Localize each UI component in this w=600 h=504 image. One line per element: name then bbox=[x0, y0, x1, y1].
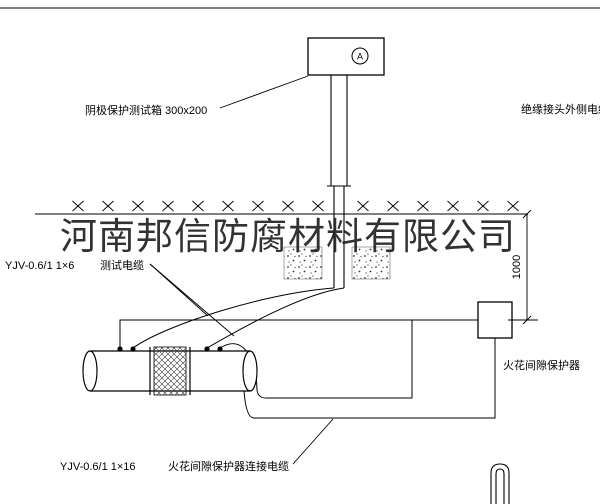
pipe-end-left bbox=[82, 350, 98, 392]
ammeter-letter: A bbox=[357, 52, 363, 62]
concrete-blocks bbox=[283, 246, 391, 280]
test-cable-right bbox=[206, 287, 345, 349]
pipe-end-right bbox=[242, 350, 258, 392]
cables bbox=[119, 287, 496, 419]
weld-point bbox=[204, 346, 210, 352]
test-cable-left bbox=[132, 287, 335, 349]
weld-point bbox=[117, 346, 123, 352]
leader-test-box bbox=[219, 75, 309, 109]
leader-lines bbox=[149, 75, 334, 465]
ammeter-symbol bbox=[351, 47, 369, 65]
dimension-tick bbox=[522, 315, 532, 325]
conduit bbox=[327, 75, 351, 288]
leader-test-cable-2 bbox=[149, 263, 235, 337]
stake-symbol bbox=[490, 463, 510, 504]
weld-point bbox=[130, 346, 136, 352]
connection-cable-1 bbox=[219, 320, 413, 399]
dimension-1000 bbox=[508, 209, 538, 325]
dimension-value: 1000 bbox=[511, 255, 523, 279]
label-spark-gap-protector: 火花间隙保护器 bbox=[503, 358, 580, 372]
protector-cable-top bbox=[119, 319, 478, 348]
dimension-tick bbox=[522, 209, 532, 219]
label-insulated-joint-cable: 绝缘接头外侧电缆 bbox=[521, 102, 600, 116]
insulating-joint bbox=[153, 346, 187, 396]
weld-point bbox=[217, 346, 223, 352]
test-box: A bbox=[307, 37, 385, 76]
label-test-cable-spec: YJV-0.6/1 1×6 bbox=[5, 260, 74, 272]
spark-gap-protector bbox=[477, 301, 513, 339]
label-test-box: 阴极保护测试箱 300x200 bbox=[85, 103, 207, 117]
label-connection-cable-spec: YJV-0.6/1 1×16 bbox=[60, 461, 136, 473]
connection-cable-2 bbox=[243, 338, 496, 419]
label-test-cable-name: 测试电缆 bbox=[100, 259, 144, 272]
ground-hatch-marks bbox=[72, 200, 519, 212]
watermark-text: 河南邦信防腐材料有限公司 bbox=[60, 216, 516, 258]
label-connection-cable-name: 火花间隙保护器连接电缆 bbox=[168, 459, 289, 473]
leader-connection-cable bbox=[292, 418, 334, 465]
pipeline bbox=[82, 346, 258, 396]
